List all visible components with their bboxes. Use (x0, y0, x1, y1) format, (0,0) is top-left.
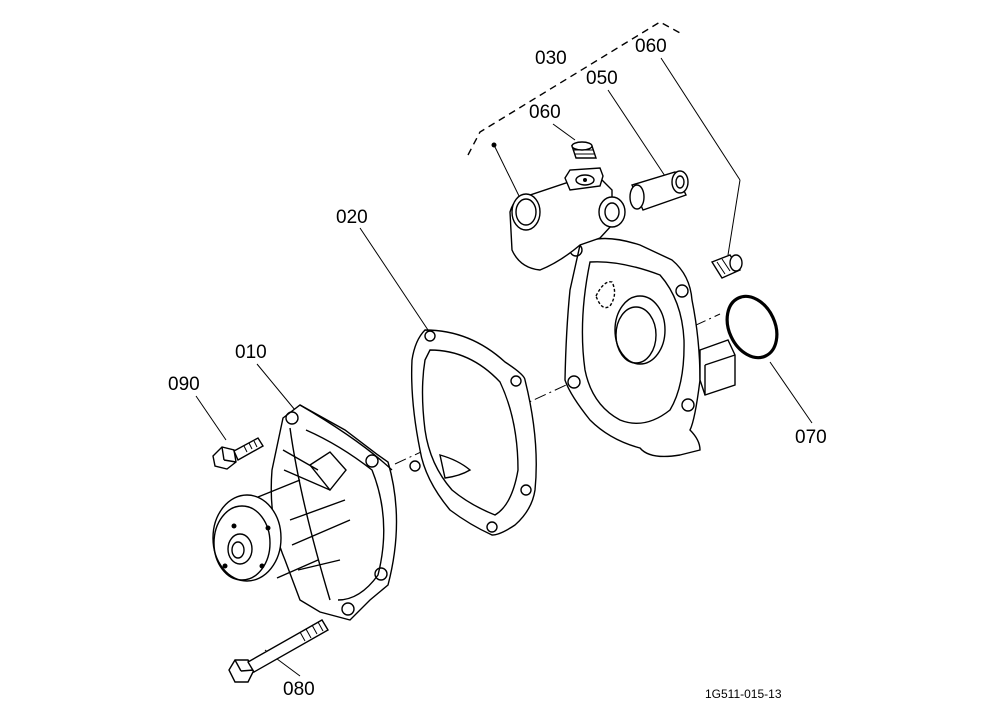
leader-020 (359, 227, 429, 331)
plug-060-right (710, 254, 743, 279)
assembly-030-bracket (467, 21, 683, 156)
label-060: 060 (529, 102, 561, 123)
pipe-050 (629, 170, 689, 211)
label-010: 010 (235, 342, 267, 363)
o-ring-070 (725, 294, 779, 360)
leader-090 (195, 395, 227, 441)
leader-060-top-a (660, 57, 741, 181)
label-030: 030 (535, 48, 567, 69)
bolt-090 (212, 437, 264, 470)
leader-030 (493, 144, 521, 199)
leader-030-dot (491, 142, 497, 148)
label-060-top: 060 (635, 36, 667, 57)
leader-060 (552, 123, 576, 141)
label-070: 070 (795, 427, 827, 448)
label-080: 080 (283, 679, 315, 700)
drawing-reference-number: 1G511-015-13 (705, 687, 782, 701)
leader-lines (195, 57, 813, 677)
label-090: 090 (168, 374, 200, 395)
leader-060-top-b (727, 179, 741, 256)
label-050: 050 (586, 68, 618, 89)
label-020: 020 (336, 207, 368, 228)
center-axis (394, 313, 721, 465)
water-pump-body-010 (212, 404, 398, 621)
plug-060 (571, 141, 597, 159)
gasket-020 (409, 329, 537, 536)
water-pump-housing-030 (509, 167, 736, 458)
leader-050 (607, 89, 666, 177)
bolt-080 (228, 619, 329, 683)
leader-010 (256, 363, 296, 411)
leader-070 (769, 361, 813, 424)
